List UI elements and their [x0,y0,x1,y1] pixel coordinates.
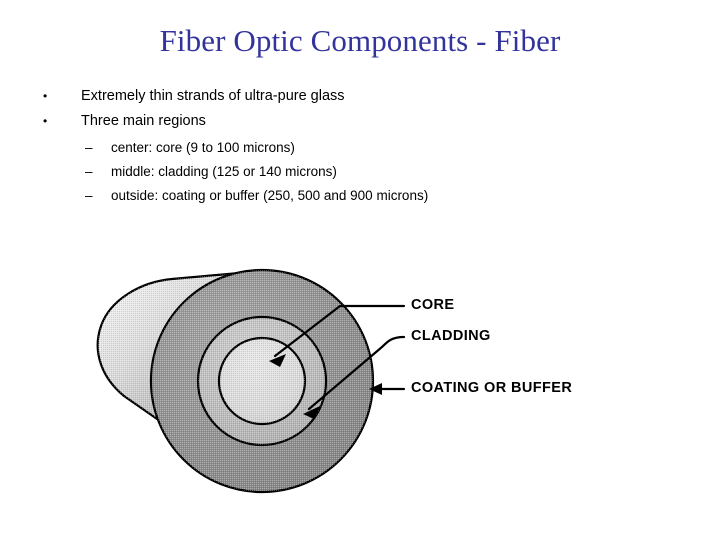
cladding-layer [196,315,328,447]
page-title: Fiber Optic Components - Fiber [159,23,561,58]
sub-bullet-list: – center: core (9 to 100 microns) – midd… [38,136,678,208]
cladding-leader-line [303,335,406,419]
sub-bullet-marker: – [85,140,93,155]
coating-layer [149,268,375,494]
bullet-text: Extremely thin strands of ultra-pure gla… [81,88,345,104]
core-layer [217,336,307,426]
core-label: CORE [411,297,455,313]
sub-bullet-text: outside: coating or buffer (250, 500 and… [111,188,429,203]
cladding-label: CLADDING [411,328,491,344]
coating-leader-line [369,383,406,395]
bullet-marker: • [43,89,48,103]
bullet-text: Three main regions [81,113,206,129]
sub-bullet-item: – outside: coating or buffer (250, 500 a… [85,184,678,208]
sub-bullet-text: middle: cladding (125 or 140 microns) [111,164,337,179]
bullet-item: • Three main regions [38,109,678,134]
sub-bullet-item: – middle: cladding (125 or 140 microns) [85,160,678,184]
bullet-item: • Extremely thin strands of ultra-pure g… [38,84,678,109]
bullet-marker: • [43,114,48,128]
fiber-cylinder-body [96,269,264,494]
sub-bullet-marker: – [85,188,93,203]
sub-bullet-item: – center: core (9 to 100 microns) [85,136,678,160]
sub-bullet-text: center: core (9 to 100 microns) [111,140,295,155]
sub-bullet-marker: – [85,164,93,179]
core-leader-line [269,304,406,367]
bullet-content: • Extremely thin strands of ultra-pure g… [38,84,678,208]
coating-or-buffer-label: COATING OR BUFFER [411,380,573,396]
